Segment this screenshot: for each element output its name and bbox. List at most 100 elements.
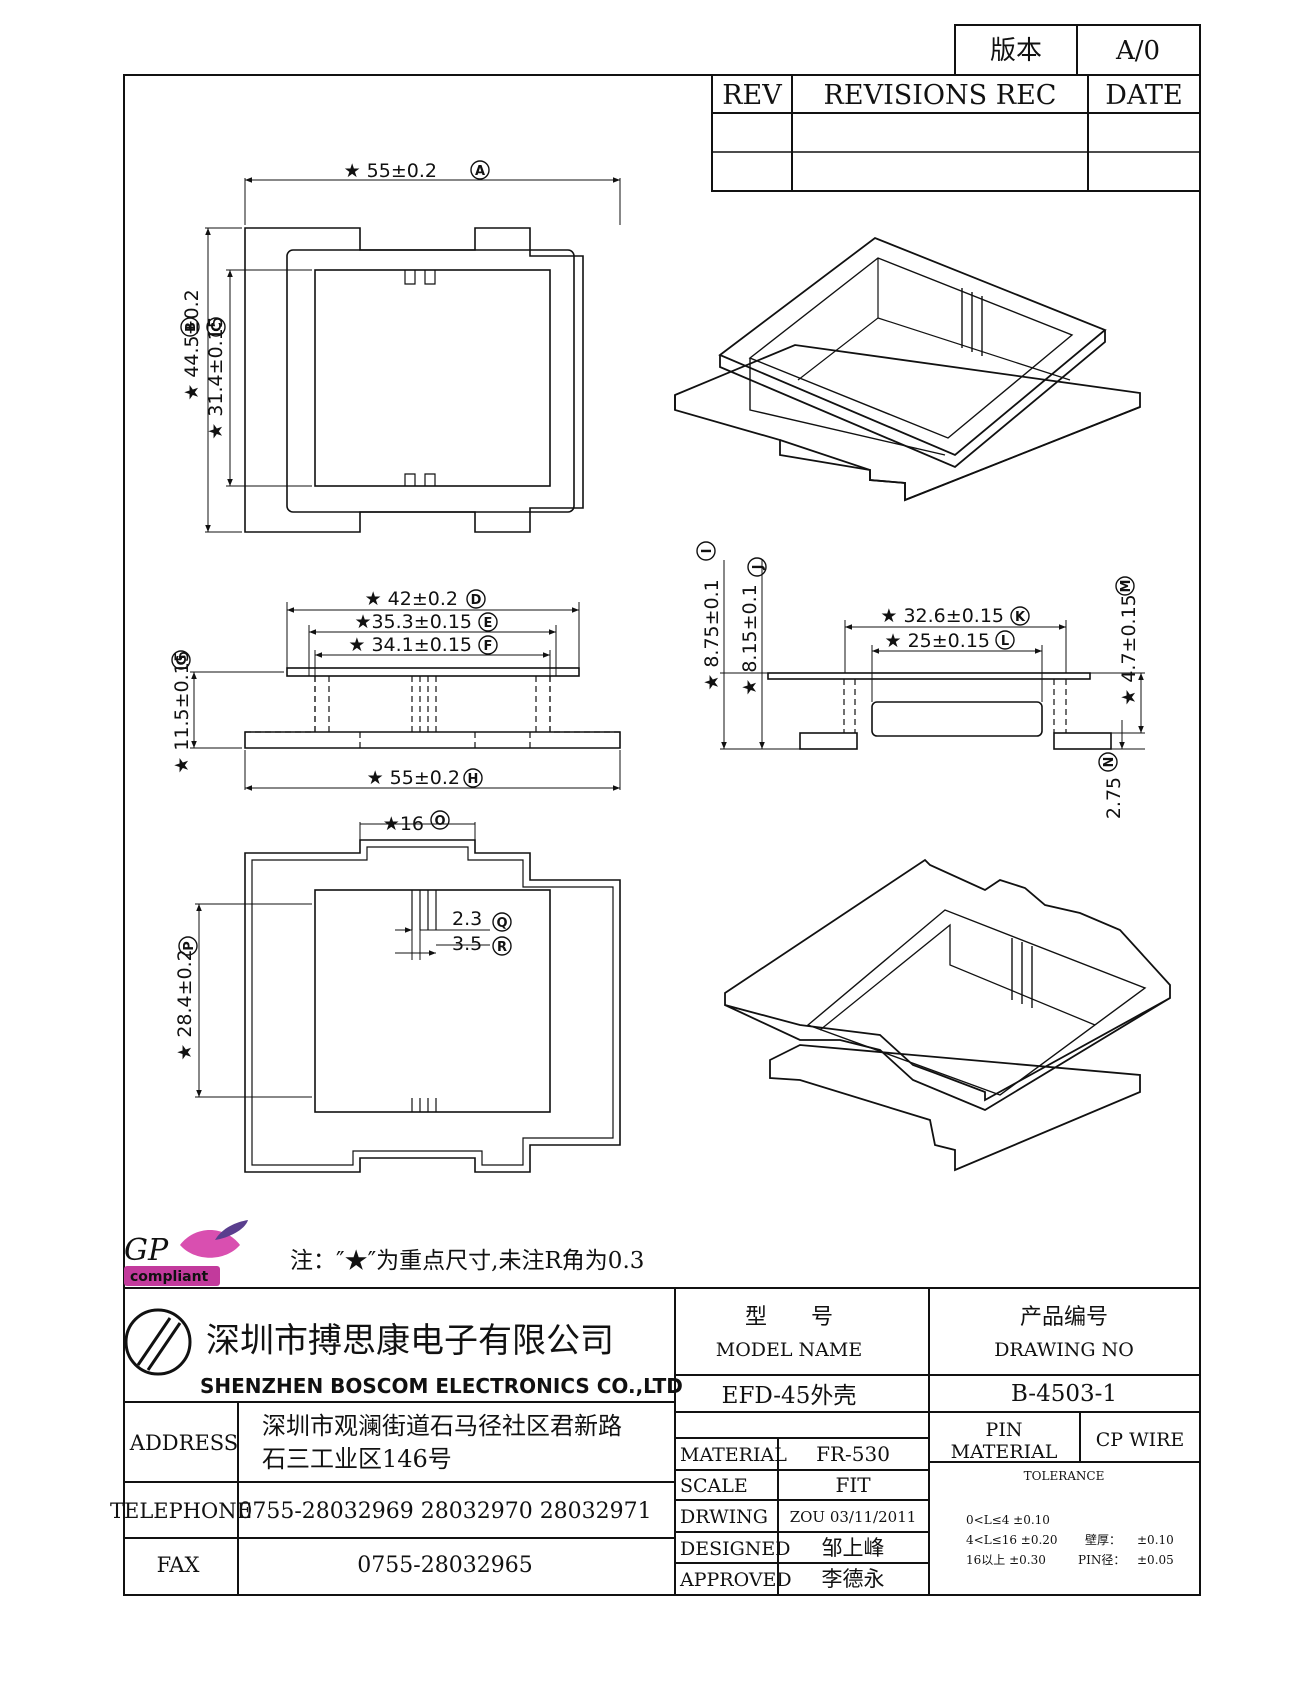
company-name-cn: 深圳市搏思康电子有限公司 <box>206 1321 614 1361</box>
wall-tolerance-value: ±0.10 <box>1137 1533 1174 1547</box>
designed-value: 邹上峰 <box>822 1536 885 1560</box>
pin-label: PIN <box>986 1419 1023 1441</box>
address-line1: 深圳市观澜街道石马径社区君新路 <box>262 1412 622 1440</box>
fax-label: FAX <box>157 1553 200 1577</box>
callout-i: I <box>696 541 716 561</box>
fax-value: 0755-28032965 <box>357 1553 532 1578</box>
callout-k: K <box>1010 606 1030 626</box>
note-text: 注：″★″为重点尺寸,未注R角为0.3 <box>290 1248 644 1274</box>
dim-H-text: ★ 55±0.2 <box>367 767 460 789</box>
svg-text:F: F <box>484 639 493 654</box>
drawn-by-value: ZOU 03/11/2011 <box>790 1508 917 1526</box>
model-value: EFD-45外壳 <box>722 1383 857 1409</box>
svg-text:H: H <box>468 772 479 787</box>
callout-l: L <box>995 630 1015 650</box>
drawing-no-label-cn: 产品编号 <box>1020 1305 1108 1330</box>
gp-compliant-logo: GP compliant <box>124 1220 248 1286</box>
address-label: ADDRESS <box>129 1431 238 1455</box>
drawing-frame <box>123 74 1201 1596</box>
dim-G-text: ★ 11.5±0.15 <box>171 650 193 774</box>
dim-M-text: ★ 4.7±0.15 <box>1118 594 1140 706</box>
address-line2: 石三工业区146号 <box>262 1445 452 1473</box>
svg-text:C: C <box>210 322 225 332</box>
front-view <box>190 602 621 791</box>
version-label: 版本 <box>990 36 1042 66</box>
callout-e: E <box>478 612 498 632</box>
callout-g: G <box>171 650 191 670</box>
svg-text:M: M <box>1119 580 1134 593</box>
date-header: DATE <box>1105 80 1182 111</box>
isometric-view-top <box>674 236 1141 502</box>
dim-N-text: 2.75 <box>1103 777 1125 819</box>
svg-text:A: A <box>475 164 485 179</box>
version-box: 版本 A/0 <box>954 24 1201 76</box>
svg-text:N: N <box>1102 757 1117 768</box>
material-label: MATERIAL <box>680 1444 787 1466</box>
svg-text:K: K <box>1015 610 1026 625</box>
pin-material-label: MATERIAL <box>951 1441 1058 1463</box>
scale-label: SCALE <box>680 1475 748 1497</box>
callout-p: P <box>178 936 198 956</box>
svg-text:I: I <box>700 549 715 554</box>
dim-F-text: ★ 34.1±0.15 <box>348 634 472 656</box>
svg-text:P: P <box>182 941 197 951</box>
model-label-cn: 型 号 <box>745 1305 833 1330</box>
tolerance-row-3: 16以上 ±0.30 <box>966 1553 1046 1567</box>
gp-logo-text: GP <box>124 1233 169 1268</box>
dim-K-text: ★ 32.6±0.15 <box>880 605 1004 627</box>
svg-text:R: R <box>497 940 507 955</box>
callout-m: M <box>1115 576 1135 596</box>
dim-E-text: ★35.3±0.15 <box>354 611 472 633</box>
pin-dia-tolerance-value: ±0.05 <box>1137 1553 1174 1567</box>
rev-header: REV <box>722 80 782 111</box>
svg-text:Q: Q <box>496 916 507 931</box>
dim-I-text: ★ 8.75±0.1 <box>701 579 723 691</box>
version-value: A/0 <box>1115 36 1160 66</box>
isometric-view-bottom <box>724 858 1171 1172</box>
dim-D-text: ★ 42±0.2 <box>365 588 458 610</box>
dimension-callouts: A B C DEF G H I J KL M N O P QR <box>171 160 1135 956</box>
revisions-header: REVISIONS REC <box>824 80 1057 111</box>
svg-text:O: O <box>434 814 445 829</box>
dim-R-text: 3.5 <box>452 933 482 955</box>
dim-B-text: ★ 44.5±0.2 <box>181 289 203 401</box>
callout-n: N <box>1098 752 1118 772</box>
svg-text:G: G <box>175 655 190 666</box>
bottom-view <box>195 822 621 1173</box>
dim-Q-text: 2.3 <box>452 908 482 930</box>
approved-label: APPROVED <box>679 1569 792 1591</box>
callout-j: J <box>747 557 767 577</box>
tolerance-row-2: 4<L≤16 ±0.20 <box>966 1533 1058 1547</box>
approved-value: 李德永 <box>822 1567 885 1591</box>
drawn-by-label: DRWING <box>680 1506 768 1528</box>
pin-dia-tolerance-label: PIN径： <box>1078 1553 1125 1567</box>
title-block <box>124 1287 1200 1595</box>
designed-label: DESIGNED <box>680 1538 791 1560</box>
svg-text:D: D <box>471 593 482 608</box>
callout-d: D <box>466 589 486 609</box>
dim-L-text: ★ 25±0.15 <box>885 630 990 652</box>
scale-value: FIT <box>835 1473 871 1497</box>
revisions-table: REV REVISIONS REC DATE <box>711 74 1201 192</box>
callout-o: O <box>430 810 450 830</box>
side-view <box>720 560 1145 750</box>
model-label-en: MODEL NAME <box>716 1339 862 1361</box>
drawing-no-label-en: DRAWING NO <box>994 1339 1134 1361</box>
dim-O-text: ★16 <box>383 813 424 835</box>
svg-text:J: J <box>751 565 766 571</box>
svg-text:L: L <box>1001 634 1009 649</box>
compliant-text: compliant <box>130 1269 209 1285</box>
svg-text:B: B <box>184 322 199 332</box>
tolerance-label: TOLERANCE <box>1024 1469 1105 1483</box>
callout-a: A <box>470 160 490 180</box>
company-logo-mark <box>124 1308 192 1376</box>
dim-C-text: ★ 31.4±0.15 <box>205 316 227 440</box>
tolerance-row-1: 0<L≤4 ±0.10 <box>966 1513 1050 1527</box>
svg-text:E: E <box>484 616 493 631</box>
callout-b: B <box>180 317 200 337</box>
company-name-en: SHENZHEN BOSCOM ELECTRONICS CO.,LTD <box>200 1374 683 1398</box>
callout-f: F <box>478 635 498 655</box>
callout-r: R <box>492 936 512 956</box>
drawing-no-value: B-4503-1 <box>1011 1381 1117 1407</box>
